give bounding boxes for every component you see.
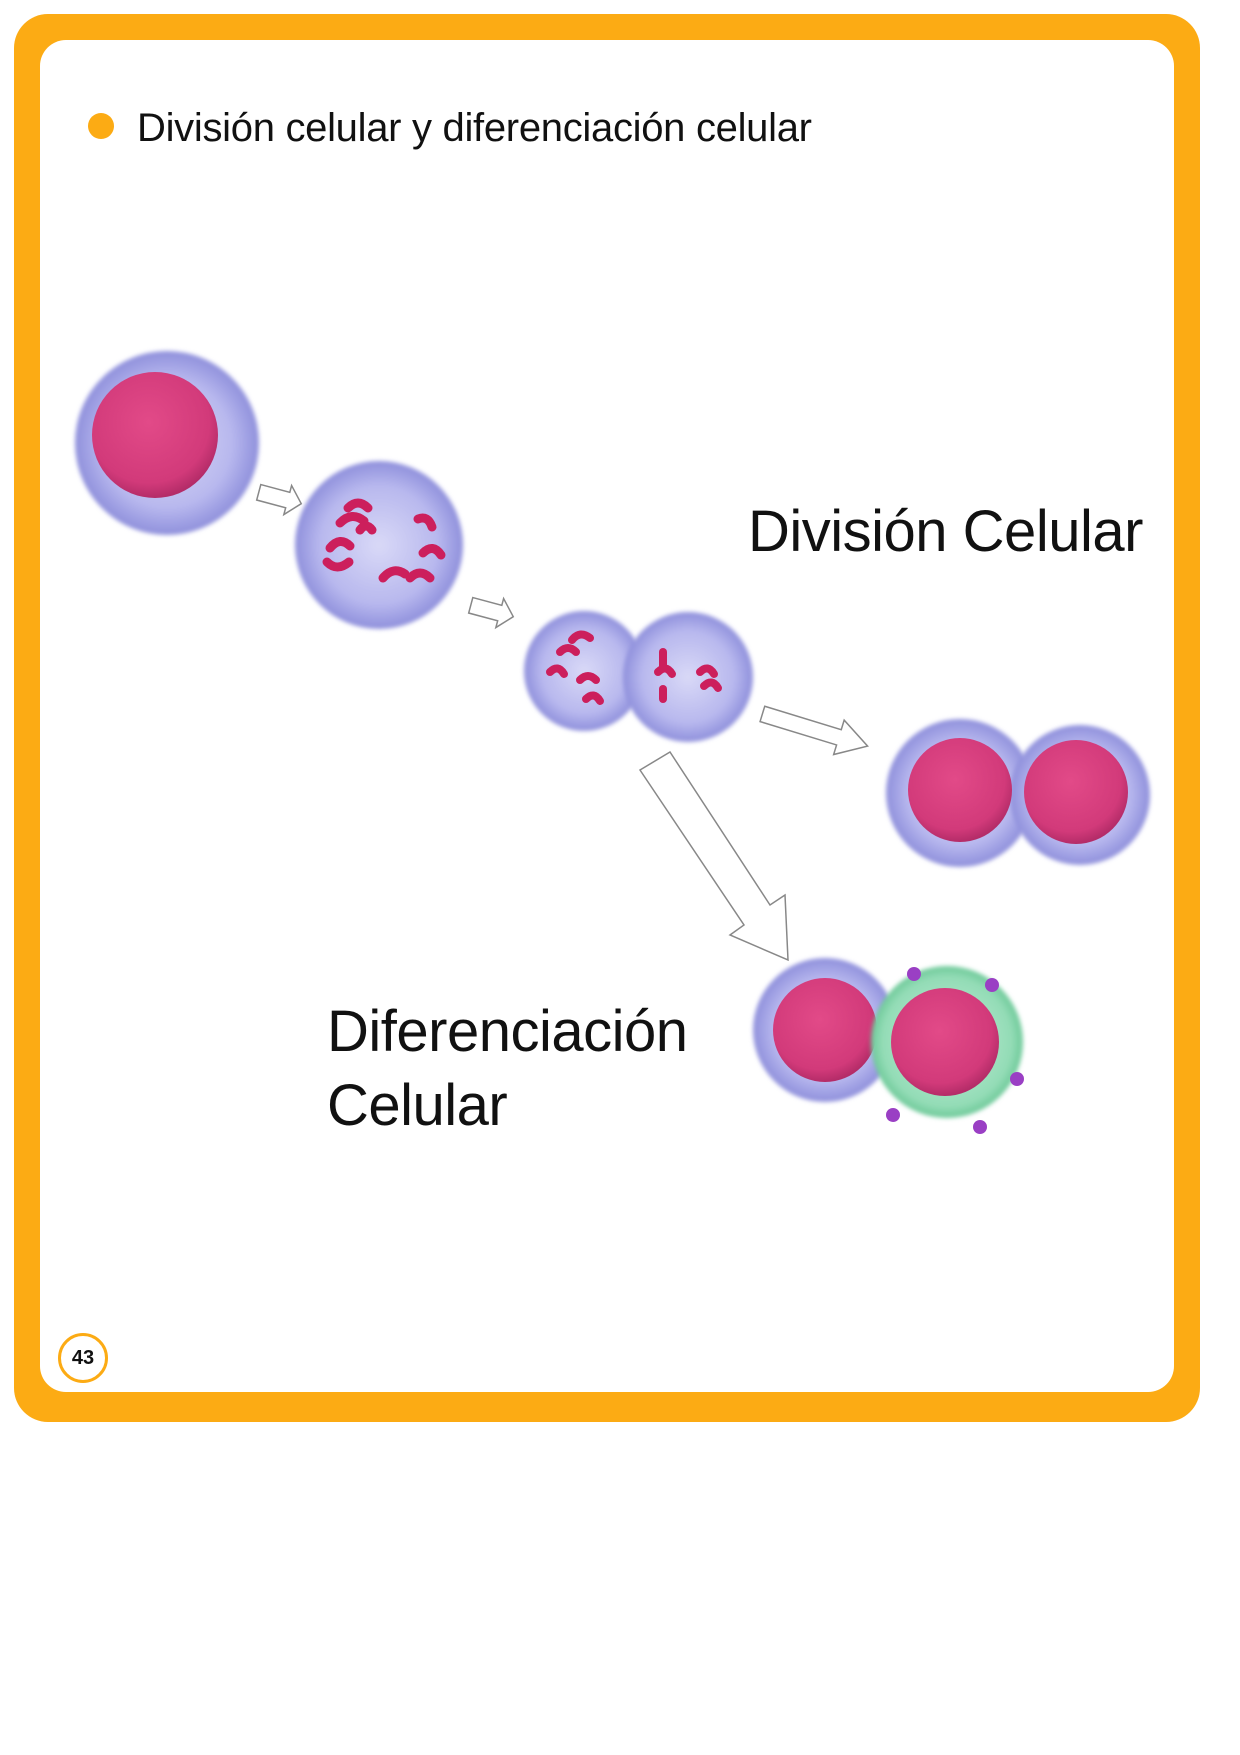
bullet-icon: [88, 113, 114, 139]
cell-dividing: [524, 611, 753, 742]
differentiated-cells: [753, 958, 1024, 1134]
arrow-right-icon: [467, 596, 515, 630]
arrow-right-icon: [759, 705, 869, 756]
label-cell-differentiation: Diferenciación Celular: [327, 995, 688, 1143]
label-line: Diferenciación: [327, 999, 688, 1064]
arrow-right-icon: [255, 483, 303, 517]
cell-diagram: [75, 351, 1150, 1134]
label-line: Celular: [327, 1073, 508, 1138]
page-number: 43: [58, 1333, 108, 1383]
arrow-down-icon: [638, 750, 789, 962]
slide-heading: División celular y diferenciación celula…: [137, 106, 812, 150]
cell-prophase: [295, 461, 463, 629]
label-cell-division: División Celular: [748, 499, 1143, 564]
daughter-cells: [886, 719, 1150, 867]
cell-interphase: [75, 351, 259, 535]
